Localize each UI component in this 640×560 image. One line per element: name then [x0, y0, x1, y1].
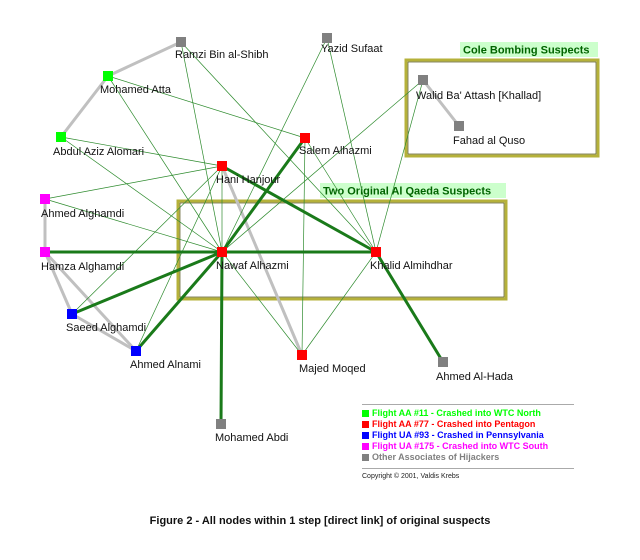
legend-label-ua175: Flight UA #175 - Crashed into WTC South	[372, 441, 549, 451]
edge-atta-salem	[107, 75, 306, 139]
edge-saeed-alnami	[70, 312, 138, 353]
figure-caption: Figure 2 - All nodes within 1 step [dire…	[149, 515, 491, 527]
node-label-hada: Ahmed Al-Hada	[436, 371, 514, 383]
node-ramzi	[176, 37, 186, 47]
node-label-alnami: Ahmed Alnami	[130, 359, 201, 371]
group-box-inner-alqaeda	[179, 202, 505, 298]
node-label-saeed: Saeed Alghamdi	[66, 322, 146, 334]
edge-hamza-alnami	[43, 250, 138, 353]
node-khalid	[371, 247, 381, 257]
legend-swatch-ua93	[362, 432, 369, 439]
legend-label-ua93: Flight UA #93 - Crashed in Pennsylvania	[372, 430, 544, 440]
legend-item-ua175: Flight UA #175 - Crashed into WTC South	[362, 441, 574, 452]
node-label-yazid: Yazid Sufaat	[321, 43, 383, 55]
node-label-walid: Walid Ba' Attash [Khallad]	[416, 90, 541, 102]
edge-nawaf-saeed	[70, 250, 224, 316]
node-hani	[217, 161, 227, 171]
node-label-alomari: Abdul Aziz Alomari	[53, 146, 144, 158]
node-label-hani: Hani Hanjour	[216, 174, 281, 186]
node-abdi	[216, 419, 226, 429]
edge-ahmed_gh-hani	[44, 165, 223, 200]
group-box-inner-cole	[407, 61, 597, 155]
node-alomari	[56, 132, 66, 142]
node-label-abdi: Mohamed Abdi	[215, 432, 288, 444]
legend-swatch-ua175	[362, 443, 369, 450]
edge-khalid-majed	[301, 251, 377, 356]
node-hamza	[40, 247, 50, 257]
node-fahad	[454, 121, 464, 131]
edge-nawaf-salem	[220, 136, 307, 254]
edge-yazid-nawaf	[221, 37, 328, 253]
legend-label-other: Other Associates of Hijackers	[372, 452, 500, 462]
node-label-hamza: Hamza Alghamdi	[41, 261, 124, 273]
node-saeed	[67, 309, 77, 319]
node-atta	[103, 71, 113, 81]
edge-alomari-hani	[60, 136, 223, 167]
group-title-bg-alqaeda	[320, 183, 506, 198]
node-majed	[297, 350, 307, 360]
node-walid	[418, 75, 428, 85]
node-hada	[438, 357, 448, 367]
edge-nawaf-alnami	[134, 250, 224, 353]
edge-walid-khalid	[375, 79, 424, 253]
edge-atta-nawaf	[107, 75, 223, 253]
node-label-salem: Salem Alhazmi	[299, 145, 372, 157]
copyright-notice: Copyright © 2001, Valdis Krebs	[362, 468, 574, 480]
edge-khalid-hada	[374, 250, 445, 364]
legend-item-ua93: Flight UA #93 - Crashed in Pennsylvania	[362, 430, 574, 441]
node-label-fahad: Fahad al Quso	[453, 135, 525, 147]
legend-swatch-aa77	[362, 421, 369, 428]
edge-salem-khalid	[304, 137, 377, 253]
node-label-ramzi: Ramzi Bin al-Shibh	[175, 49, 269, 61]
group-title-cole: Cole Bombing Suspects	[463, 45, 590, 57]
edge-ramzi-atta	[106, 40, 183, 78]
node-salem	[300, 133, 310, 143]
legend-swatch-other	[362, 454, 369, 461]
node-ahmed_gh	[40, 194, 50, 204]
legend-top-rule	[362, 404, 574, 405]
legend-label-aa11: Flight AA #11 - Crashed into WTC North	[372, 408, 541, 418]
node-label-nawaf: Nawaf Alhazmi	[216, 260, 289, 272]
edge-alomari-nawaf	[60, 136, 223, 253]
group-box-cole	[404, 58, 600, 158]
legend-label-aa77: Flight AA #77 - Crashed into Pentagon	[372, 419, 536, 429]
node-alnami	[131, 346, 141, 356]
edge-nawaf-majed	[221, 251, 303, 356]
node-label-atta: Mohamed Atta	[100, 84, 172, 96]
group-title-alqaeda: Two Original Al Qaeda Suspects	[323, 186, 491, 198]
edge-ramzi-nawaf	[180, 41, 223, 253]
edge-hani-khalid	[220, 164, 378, 254]
node-label-majed: Majed Moqed	[299, 363, 366, 375]
node-nawaf	[217, 247, 227, 257]
legend: Flight AA #11 - Crashed into WTC North F…	[362, 404, 574, 480]
edge-atta-alomari	[59, 74, 110, 139]
edge-ramzi-khalid	[180, 41, 377, 253]
node-label-ahmed_gh: Ahmed Alghamdi	[41, 208, 124, 220]
edge-walid-fahad	[421, 78, 461, 128]
edge-hamza-saeed	[43, 250, 74, 316]
edge-nawaf-abdi	[219, 250, 224, 426]
edge-salem-majed	[301, 137, 306, 356]
node-label-khalid: Khalid Almihdhar	[370, 260, 453, 272]
edge-yazid-khalid	[326, 37, 377, 253]
legend-swatch-aa11	[362, 410, 369, 417]
legend-item-aa77: Flight AA #77 - Crashed into Pentagon	[362, 419, 574, 430]
edge-hani-alnami	[135, 165, 223, 352]
group-title-bg-cole	[460, 42, 598, 57]
edge-saeed-hani	[71, 165, 223, 315]
legend-item-aa11: Flight AA #11 - Crashed into WTC North	[362, 408, 574, 419]
legend-item-other: Other Associates of Hijackers	[362, 452, 574, 463]
edge-hani-majed	[220, 164, 304, 357]
edge-ahmed_gh-nawaf	[44, 198, 223, 253]
node-yazid	[322, 33, 332, 43]
